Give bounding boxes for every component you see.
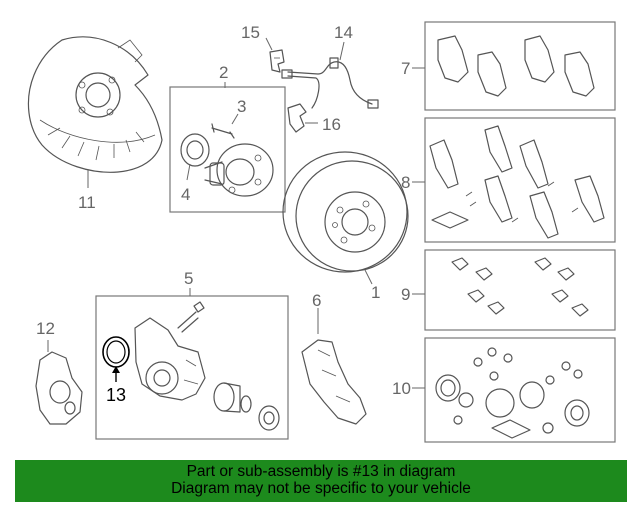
brake-pads-part-7 xyxy=(437,35,595,97)
callout-14: 14 xyxy=(334,23,353,42)
caliper-housing-part-12 xyxy=(35,351,83,425)
parts-diagram: 1 2 3 4 5 6 7 8 9 10 11 12 13 14 15 16 xyxy=(27,21,616,443)
callout-15: 15 xyxy=(241,23,260,42)
banner-line-1: Part or sub-assembly is #13 in diagram xyxy=(186,463,456,480)
box-part-5 xyxy=(95,295,289,440)
callout-12: 12 xyxy=(36,319,55,338)
dust-shield-part-11 xyxy=(27,36,163,173)
callout-11: 11 xyxy=(78,193,96,212)
callout-16: 16 xyxy=(322,115,341,134)
callout-10: 10 xyxy=(392,379,411,398)
callout-3: 3 xyxy=(237,97,246,116)
box-part-8 xyxy=(424,117,616,243)
box-part-7 xyxy=(424,21,616,111)
caliper-part-5 xyxy=(134,301,280,431)
info-banner: Part or sub-assembly is #13 in diagram D… xyxy=(15,460,627,502)
callout-9: 9 xyxy=(401,285,410,304)
hub-bearing xyxy=(180,123,274,197)
brake-rotor-part-1 xyxy=(282,151,409,273)
callout-leaders xyxy=(47,37,425,389)
bracket-part-15 xyxy=(269,49,285,73)
box-part-9 xyxy=(424,249,616,331)
callout-13: 13 xyxy=(106,385,126,405)
callout-2: 2 xyxy=(219,63,228,82)
callout-6: 6 xyxy=(312,291,321,310)
seal-kit-part-10 xyxy=(435,347,590,439)
banner-line-2: Diagram may not be specific to your vehi… xyxy=(171,480,471,497)
piston-seal-part-13 xyxy=(102,336,130,368)
clip-part-16 xyxy=(287,103,307,133)
callout-1: 1 xyxy=(371,283,380,302)
brake-hose-part-14 xyxy=(281,57,379,109)
box-part-10 xyxy=(424,337,616,443)
callout-7: 7 xyxy=(401,59,410,78)
shims-part-8 xyxy=(429,125,605,239)
mounting-bracket-part-6 xyxy=(301,339,367,425)
callout-4: 4 xyxy=(181,185,190,204)
clips-part-9 xyxy=(451,257,589,317)
callout-8: 8 xyxy=(401,173,410,192)
callout-5: 5 xyxy=(184,269,193,288)
